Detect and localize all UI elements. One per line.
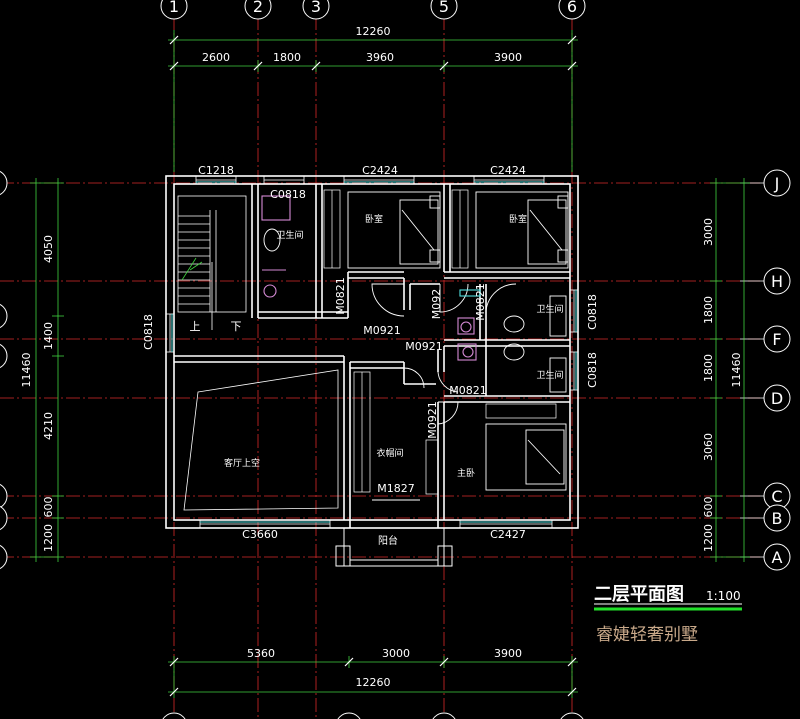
- window-label-c2424-a: C2424: [362, 164, 398, 177]
- dim-top-seg-3: 3960: [366, 51, 394, 64]
- balcony: [335, 527, 453, 567]
- window-labels: C1218 C0818 C2424 C2424 C0818 C0818 C081…: [142, 164, 599, 541]
- dimension-lines: [30, 30, 750, 698]
- window-label-c2424-b: C2424: [490, 164, 526, 177]
- room-label-bathroom-1: 卫生间: [276, 229, 303, 241]
- living-void: [173, 361, 345, 521]
- dimension-ticks: [169, 35, 577, 697]
- dim-top-total: 12260: [356, 25, 391, 38]
- axis-label-D: D: [771, 389, 783, 408]
- axis-label-top-1: 1: [169, 0, 179, 16]
- door-label-m0821-a: M0821: [334, 277, 347, 315]
- top-axis-bubbles: 1 2 3 5 6: [160, 0, 586, 719]
- dim-bottom-seg-2: 3000: [382, 647, 410, 660]
- dim-top-seg-2: 1800: [273, 51, 301, 64]
- window-label-c3660: C3660: [242, 528, 278, 541]
- window-label-c2427: C2427: [490, 528, 526, 541]
- toilets: [263, 228, 567, 393]
- door-labels: M0821 M0921 M0921 M092 M0821 M0821 M0921…: [334, 277, 487, 495]
- axis-label-top-3: 3: [311, 0, 321, 16]
- bathroom-fixtures: [261, 195, 481, 361]
- room-label-cloakroom: 衣帽间: [376, 447, 403, 459]
- door-swings: [371, 283, 517, 501]
- axis-label-C: C: [771, 487, 782, 506]
- window-glass: [171, 181, 577, 523]
- balcony-label: 阳台: [378, 534, 398, 547]
- dim-bottom-seg-1: 5360: [247, 647, 275, 660]
- axis-label-H: H: [771, 272, 783, 291]
- dim-left-seg-4: 600: [42, 497, 55, 518]
- room-label-living-void: 客厅上空: [224, 457, 260, 469]
- axis-label-A: A: [772, 548, 783, 567]
- right-axis-bubbles: J H F D C B A: [0, 169, 791, 571]
- beds: [347, 191, 569, 491]
- axis-label-top-6: 6: [567, 0, 577, 16]
- dim-bottom-total: 12260: [356, 676, 391, 689]
- dim-top-seg-1: 2600: [202, 51, 230, 64]
- door-label-m0921-b: M0921: [405, 340, 443, 353]
- stair-down-label: 下: [231, 320, 242, 333]
- stairs: [177, 195, 247, 330]
- window-label-c1218: C1218: [198, 164, 234, 177]
- axis-label-top-2: 2: [253, 0, 263, 16]
- dim-left-seg-1: 4050: [42, 235, 55, 263]
- stair-up-label: 上: [190, 320, 201, 333]
- door-label-m0821-c: M0821: [449, 384, 487, 397]
- dim-left-seg-5: 1200: [42, 524, 55, 552]
- wardrobes: [323, 189, 557, 495]
- window-label-c0818-r2: C0818: [586, 352, 599, 388]
- axis-label-top-5: 5: [439, 0, 449, 16]
- door-label-m1827: M1827: [377, 482, 415, 495]
- door-label-m0821-b: M0821: [474, 283, 487, 321]
- room-label-bathroom-2: 卫生间: [536, 303, 563, 315]
- windows: [165, 175, 579, 529]
- room-label-bedroom-1: 卧室: [365, 213, 383, 225]
- dim-right-seg-4: 3060: [702, 433, 715, 461]
- title-block: 二层平面图 1:100 睿婕轻奢别墅: [594, 584, 742, 645]
- door-label-m0921-c: M0921: [426, 401, 439, 439]
- door-label-m0921-a: M0921: [363, 324, 401, 337]
- dim-bottom-seg-3: 3900: [494, 647, 522, 660]
- dim-left-total: 11460: [20, 353, 33, 388]
- axis-label-B: B: [772, 509, 783, 528]
- dim-right-seg-2: 1800: [702, 296, 715, 324]
- room-label-bathroom-3: 卫生间: [536, 369, 563, 381]
- dim-left-seg-2: 1400: [42, 322, 55, 350]
- dim-left-seg-3: 4210: [42, 412, 55, 440]
- dimension-text: 12260 2600 1800 3960 3900 5360 3000 3900…: [20, 25, 743, 689]
- room-label-master-bedroom: 主卧: [457, 467, 475, 479]
- dim-right-seg-3: 1800: [702, 354, 715, 382]
- axis-grid-lines: [0, 16, 760, 719]
- walls: [165, 175, 579, 529]
- drawing-subtitle: 睿婕轻奢别墅: [596, 625, 698, 645]
- dim-right-seg-1: 3000: [702, 218, 715, 246]
- dim-right-seg-6: 1200: [702, 524, 715, 552]
- drawing-scale: 1:100: [706, 589, 741, 603]
- room-labels: 卫生间 卧室 卧室 卫生间 卫生间 衣帽间 主卧 客厅上空: [224, 213, 564, 479]
- room-label-bedroom-2: 卧室: [509, 213, 527, 225]
- window-label-c0818-top: C0818: [270, 188, 306, 201]
- door-label-m092: M092: [430, 289, 443, 320]
- dim-right-total: 11460: [730, 353, 743, 388]
- dim-top-seg-4: 3900: [494, 51, 522, 64]
- axis-label-J: J: [774, 174, 780, 193]
- dim-right-seg-5: 600: [702, 497, 715, 518]
- window-label-c0818-r1: C0818: [586, 294, 599, 330]
- axis-label-F: F: [772, 330, 781, 349]
- window-label-c0818-left: C0818: [142, 314, 155, 350]
- drawing-title: 二层平面图: [594, 584, 684, 605]
